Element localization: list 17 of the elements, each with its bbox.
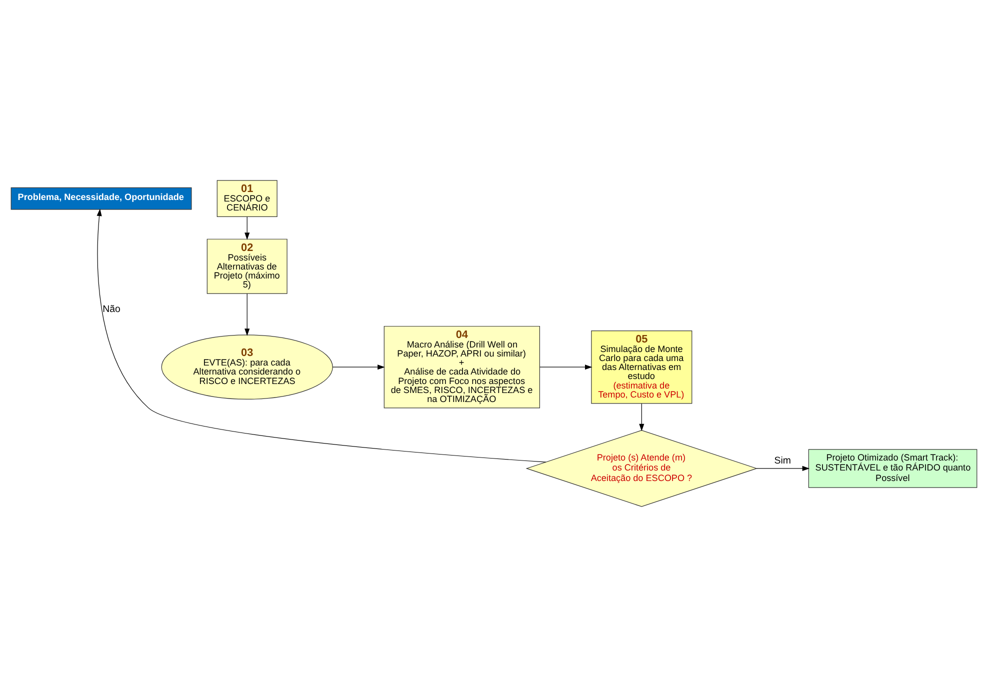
arrow [756,465,810,470]
arrow [244,216,250,240]
node-box: Projeto Otimizado (Smart Track): SUSTENTÁVEL e tão RÁPIDO quanto Possível [808,448,978,488]
node-box: Problema, Necessidade, Oportunidade [10,186,192,210]
node-box: 04 Macro Análise (Drill Well on Paper, HAZOP, APRI ou similar) + Análise de cada Atividade do Projeto com Foco nos aspectos de SMES, RISCO, INCERTEZAS e na OTIMIZAÇÃO [384,325,540,408]
node-ellipse: 03 EVTE(AS): para cada Alternativa considerando o RISCO e INCERTEZAS [161,334,333,400]
edge-label: Não [102,304,120,315]
arrow [244,292,250,336]
node-box: 02 Possíveis Alternativas de Projeto (máximo 5) [206,238,288,294]
arrow [540,364,592,370]
arrow [96,208,546,462]
edge-label: Sim [774,454,791,466]
node-box: 01 ESCOPO e CENÁRIO [216,180,278,217]
node-box: 05 Simulação de Monte Carlo para cada uma das Alternativas em estudo (estimativa de Tempo, Custo e VPL) [591,330,692,404]
node-diamond: Projeto (s) Atende (m) os Critérios de Aceitação do ESCOPO ? [526,430,758,506]
arrow [639,402,644,431]
arrow [332,364,385,370]
